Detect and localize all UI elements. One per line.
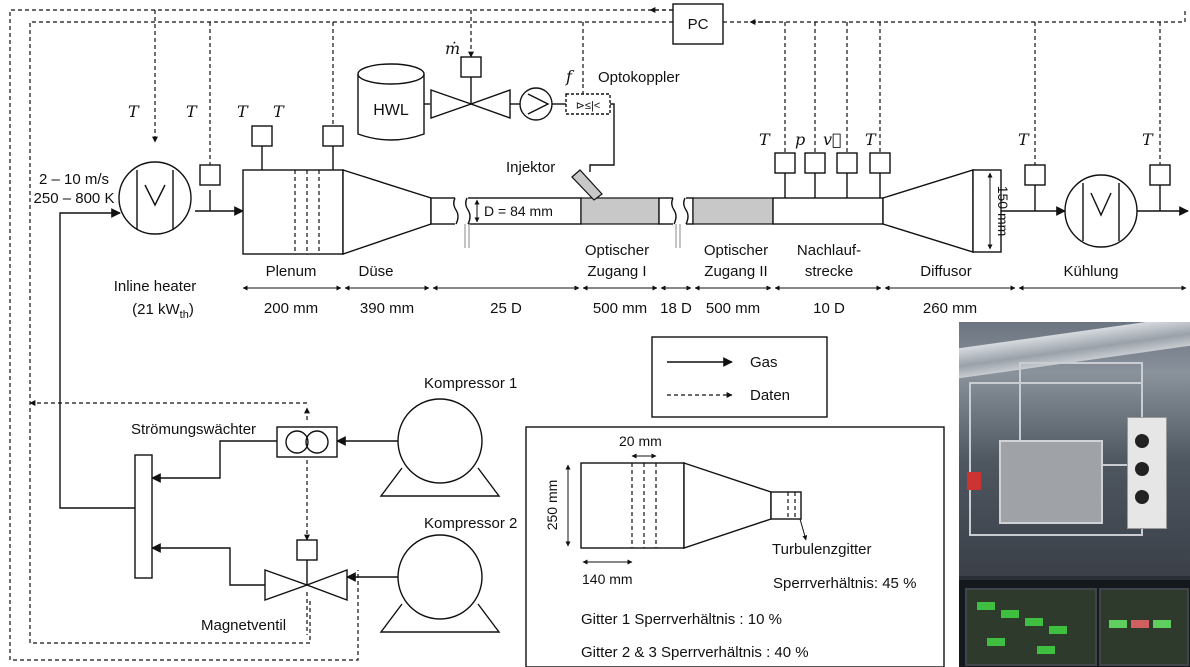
flow-switch-label: Strömungswächter	[131, 421, 256, 438]
compressor-1: Kompressor 1	[381, 375, 517, 496]
section-name-diffusor: Diffusor	[920, 263, 971, 280]
sensor-t-heater-out: T	[186, 102, 198, 121]
dosing-valve	[431, 57, 510, 118]
cooler	[1025, 165, 1170, 247]
optocoupler: ⊳≤|<	[566, 84, 610, 114]
heater-label: Inline heater	[114, 278, 197, 295]
sensor-t-plenum-2: T	[273, 102, 285, 121]
svg-text:⊳≤|<: ⊳≤|<	[576, 100, 601, 112]
len-duese: 390 mm	[360, 300, 414, 317]
len-pipe: 25 D	[490, 300, 522, 317]
sensor-symbols: T T T T ṁ f T p v⃗ T T T Optokoppler Inj…	[128, 39, 1154, 176]
hwl-tank: HWL	[358, 64, 424, 140]
legend-daten: Daten	[750, 387, 790, 404]
velocity-range: 2 – 10 m/s	[39, 171, 109, 188]
inset-length: 140 mm	[582, 571, 633, 587]
compressor-1-label: Kompressor 1	[424, 375, 517, 392]
section-name-optical-2a: Optischer	[704, 242, 768, 259]
section-name-plenum: Plenum	[266, 263, 317, 280]
nachlaufstrecke	[773, 153, 890, 224]
pc-label: PC	[688, 16, 709, 33]
optokoppler-label: Optokoppler	[598, 69, 680, 86]
optical-access-1	[572, 170, 693, 248]
section-name-nachlauf-a: Nachlauf-	[797, 242, 861, 259]
hwl-label: HWL	[373, 102, 409, 119]
sensor-t-cool-in: T	[1018, 130, 1030, 149]
section-name-optical-1a: Optischer	[585, 242, 649, 259]
sensor-t-heater: T	[128, 102, 140, 121]
grid-inset: 20 mm 250 mm 140 mm Turbulenzgitter Sper…	[526, 427, 944, 667]
mass-flow-symbol: ṁ	[445, 39, 460, 58]
compressor-2-label: Kompressor 2	[424, 515, 517, 532]
sensor-t-cool-out: T	[1142, 130, 1154, 149]
diffusor: 150 mm	[883, 170, 1011, 252]
sensor-t-nachlauf-2: T	[865, 130, 877, 149]
pc-unit: PC	[673, 4, 723, 44]
sensor-v-nachlauf: v⃗	[823, 130, 842, 149]
sensor-t-nachlauf-1: T	[759, 130, 771, 149]
len-plenum: 200 mm	[264, 300, 318, 317]
compressor-2: Kompressor 2	[381, 515, 517, 632]
sensor-p-nachlauf: p	[795, 130, 805, 149]
solenoid-valve: Magnetventil	[201, 540, 347, 634]
section-name-nachlauf-b: strecke	[805, 263, 853, 280]
heater-power: (21 kWth)	[132, 301, 194, 321]
inset-turbulenzgitter: Turbulenzgitter	[772, 541, 872, 558]
diffusor-height: 150 mm	[995, 186, 1011, 237]
sensor-t-plenum-1: T	[237, 102, 249, 121]
plenum	[243, 126, 343, 254]
pump	[520, 88, 552, 120]
section-name-kuehlung: Kühlung	[1063, 263, 1118, 280]
section-name-optical-2b: Zugang II	[704, 263, 767, 280]
legend: Gas Daten	[652, 337, 827, 417]
inset-height: 250 mm	[544, 480, 560, 531]
frequency-symbol: f	[565, 67, 575, 86]
inset-gitter1: Gitter 1 Sperrverhältnis : 10 %	[581, 611, 782, 628]
section-name-optical-1b: Zugang I	[587, 263, 646, 280]
optical-access-2	[693, 198, 773, 224]
len-nachlauf: 10 D	[813, 300, 845, 317]
flow-switch: Strömungswächter	[131, 421, 337, 457]
injektor-label: Injektor	[506, 159, 555, 176]
inline-heater: Inline heater (21 kWth) 2 – 10 m/s 250 –…	[34, 162, 220, 321]
control-screens-photo	[959, 580, 1190, 667]
inset-gitter23: Gitter 2 & 3 Sperrverhältnis : 40 %	[581, 644, 809, 661]
len-diffusor: 260 mm	[923, 300, 977, 317]
rig-photo-frame	[959, 322, 1190, 576]
inset-spacing: 20 mm	[619, 433, 662, 449]
legend-gas: Gas	[750, 354, 778, 371]
test-rig-photo	[959, 322, 1190, 667]
temperature-range: 250 – 800 K	[34, 190, 115, 207]
section-name-duese: Düse	[358, 263, 393, 280]
len-18d: 18 D	[660, 300, 692, 317]
len-optical-2: 500 mm	[706, 300, 760, 317]
injector	[572, 170, 602, 200]
pipe-diameter: D = 84 mm	[484, 203, 553, 219]
pipe-25d: D = 84 mm	[431, 196, 581, 248]
solenoid-valve-label: Magnetventil	[201, 617, 286, 634]
manifold	[135, 455, 152, 578]
dimension-row: 200 mm 390 mm 25 D 500 mm 18 D 500 mm 10…	[243, 288, 1186, 317]
len-optical-1: 500 mm	[593, 300, 647, 317]
inset-sperr-main: Sperrverhältnis: 45 %	[773, 575, 916, 592]
duese-nozzle	[343, 170, 431, 254]
